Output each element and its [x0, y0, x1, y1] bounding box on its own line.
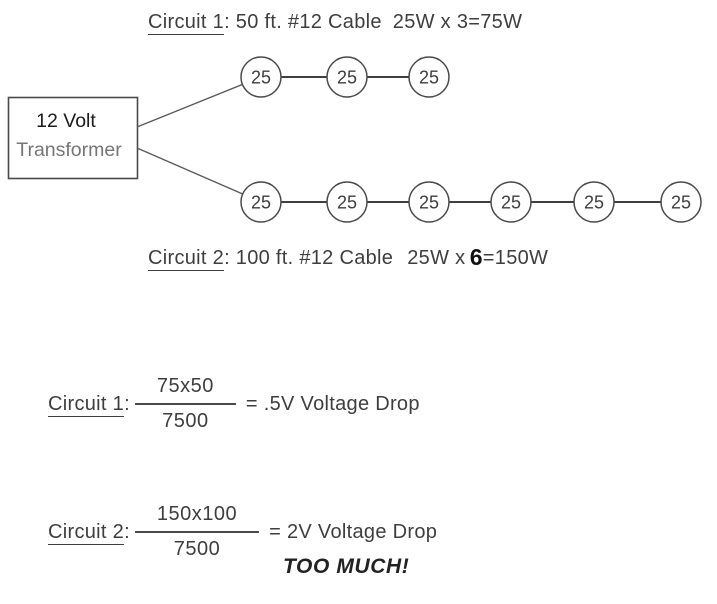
lamp-circle-icon — [408, 181, 450, 223]
circuit2-lamp-node: 25 — [660, 181, 702, 223]
circuit2-heading-label: Circuit 2 — [148, 247, 225, 271]
circuit1-calc-fraction: 75x50 7500 — [134, 375, 236, 433]
transformer-box — [7, 96, 139, 180]
circuit2-wattage-suffix: =150W — [482, 247, 549, 269]
lamp-circle-icon — [573, 181, 615, 223]
circuit1-calc-numerator: 75x50 — [134, 375, 236, 405]
lamp-wattage-value: 25 — [337, 193, 357, 213]
circuit2-calculation: Circuit 2: 150x100 7500 = 2V Voltage Dro… — [48, 503, 437, 561]
lamp-circle-icon — [326, 56, 368, 98]
circuit2-lamp-node: 25 — [408, 181, 450, 223]
circuit2-wattage-prefix: 25W x — [407, 247, 470, 269]
circuit2-calc-denominator: 7500 — [173, 538, 221, 560]
circuit2-calc-result: = 2V Voltage Drop — [269, 520, 438, 543]
lamp-circle-icon — [490, 181, 532, 223]
circuit2-lamp-node: 25 — [573, 181, 615, 223]
lamp-wattage-value: 25 — [671, 193, 691, 213]
lamp-wattage-value: 25 — [419, 193, 439, 213]
lamp-circle-icon — [326, 181, 368, 223]
circuit1-lamp-node: 25 — [408, 56, 450, 98]
circuit2-heading-spec: : 100 ft. #12 Cable — [224, 247, 394, 269]
circuit1-calc-denominator: 7500 — [162, 410, 209, 432]
circuit1-heading-label: Circuit 1 — [148, 11, 225, 35]
transformer-voltage-label: 12 Volt — [36, 110, 96, 132]
circuit2-calc-fraction: 150x100 7500 — [134, 503, 260, 561]
circuit1-heading: Circuit 1: 50 ft. #12 Cable 25W x 3=75W — [148, 11, 523, 35]
circuit1-wattage-text: 25W x 3=75W — [392, 11, 523, 33]
transformer-name-label: Transformer — [16, 139, 122, 161]
too-much-warning: TOO MUCH! — [283, 555, 410, 578]
lamp-circle-icon — [240, 181, 282, 223]
lamp-wattage-value: 25 — [251, 68, 271, 88]
lamp-circle-icon — [408, 56, 450, 98]
circuit2-lamp-node: 25 — [240, 181, 282, 223]
circuit-wiring-diagram: 12 Volt Transformer 25 25 25 25 25 25 25 25 25 — [7, 56, 702, 223]
lamp-wattage-value: 25 — [251, 193, 271, 213]
circuit2-wattage-lamp-count: 6 — [469, 244, 483, 270]
circuit2-lamp-node: 25 — [490, 181, 532, 223]
circuit1-lamp-node: 25 — [240, 56, 282, 98]
circuit1-feeder-wire — [136, 76, 262, 128]
circuit1-calculation: Circuit 1: 75x50 7500 = .5V Voltage Drop — [48, 375, 420, 433]
circuit1-calc-label: Circuit 1: — [48, 392, 130, 417]
circuit1-calc-result: = .5V Voltage Drop — [245, 392, 420, 415]
lamp-wattage-value: 25 — [501, 193, 521, 213]
circuit1-heading-spec: : 50 ft. #12 Cable — [224, 11, 382, 33]
lamp-wattage-value: 25 — [419, 68, 439, 88]
lamp-circle-icon — [660, 181, 702, 223]
lamp-circle-icon — [240, 56, 282, 98]
lamp-nodes-layer: 25 25 25 25 25 25 25 25 25 — [240, 56, 702, 223]
circuit1-lamp-node: 25 — [326, 56, 368, 98]
lamp-wattage-value: 25 — [584, 193, 604, 213]
circuit2-calc-label: Circuit 2: — [48, 520, 130, 545]
circuit2-heading: Circuit 2: 100 ft. #12 Cable 25W x 6=150W — [148, 243, 549, 271]
circuit2-calc-numerator: 150x100 — [134, 503, 260, 533]
lamp-wattage-value: 25 — [337, 68, 357, 88]
circuit2-lamp-node: 25 — [326, 181, 368, 223]
circuit2-wattage-text: 25W x 6=150W — [407, 244, 549, 270]
circuit2-feeder-wire — [136, 147, 262, 203]
